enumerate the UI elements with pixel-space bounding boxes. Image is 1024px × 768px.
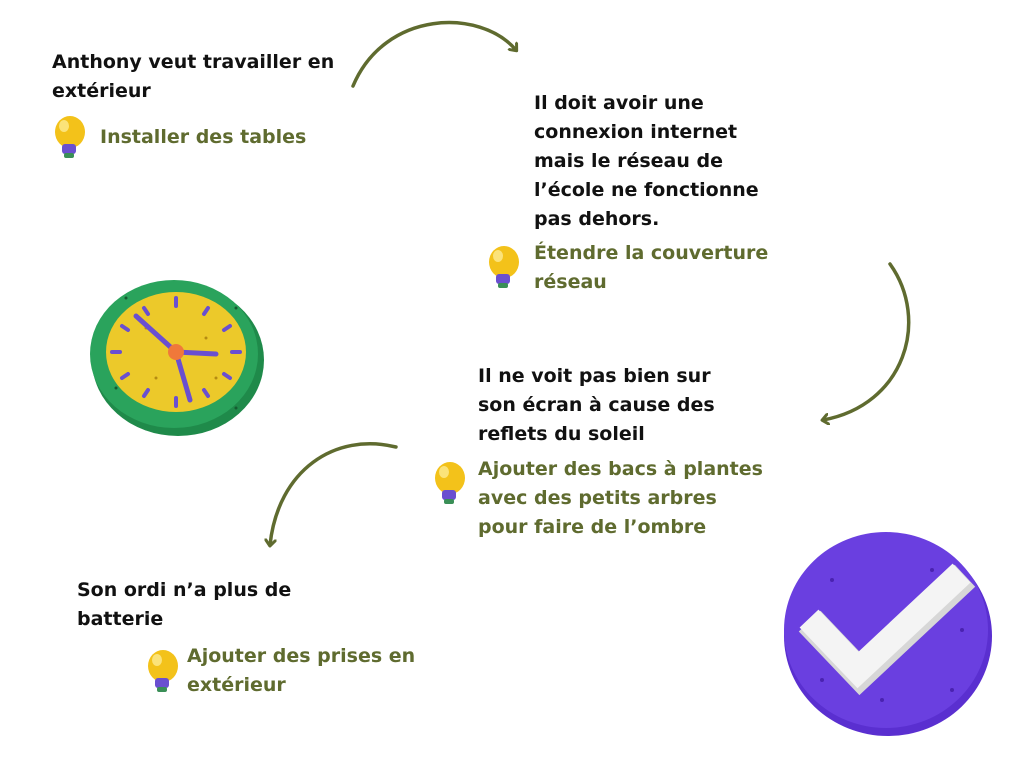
lightbulb-icon [143, 648, 183, 694]
step-2-problem: Il doit avoir une connexion internet mai… [534, 92, 759, 230]
lightbulb-icon [430, 460, 470, 506]
step-1: Anthony veut travailler en extérieur [52, 48, 342, 106]
curved-arrow-icon [823, 262, 911, 420]
curved-arrow-icon [270, 442, 398, 545]
lightbulb-icon [484, 244, 524, 290]
step-3-solution-wrap: Ajouter des bacs à plantes avec des peti… [478, 455, 768, 542]
step-4: Son ordi n’a plus de batterie [77, 576, 317, 634]
clock-icon [86, 268, 266, 438]
step-4-problem: Son ordi n’a plus de batterie [77, 579, 292, 630]
curved-arrow-icon [351, 20, 516, 88]
step-4-solution: Ajouter des prises en extérieur [187, 645, 416, 696]
step-2: Il doit avoir une connexion internet mai… [534, 89, 784, 234]
step-2-solution-wrap: Étendre la couverture réseau [534, 239, 794, 297]
step-3: Il ne voit pas bien sur son écran à caus… [478, 362, 748, 449]
step-1-solution-wrap: Installer des tables [100, 123, 360, 152]
checkmark-badge-icon [782, 530, 994, 736]
step-1-solution: Installer des tables [100, 126, 307, 148]
step-4-solution-wrap: Ajouter des prises en extérieur [187, 642, 447, 700]
step-3-solution: Ajouter des bacs à plantes avec des peti… [478, 458, 763, 538]
step-3-problem: Il ne voit pas bien sur son écran à caus… [478, 365, 715, 445]
step-2-solution: Étendre la couverture réseau [534, 242, 769, 293]
lightbulb-icon [50, 114, 90, 160]
step-1-problem: Anthony veut travailler en extérieur [52, 51, 335, 102]
